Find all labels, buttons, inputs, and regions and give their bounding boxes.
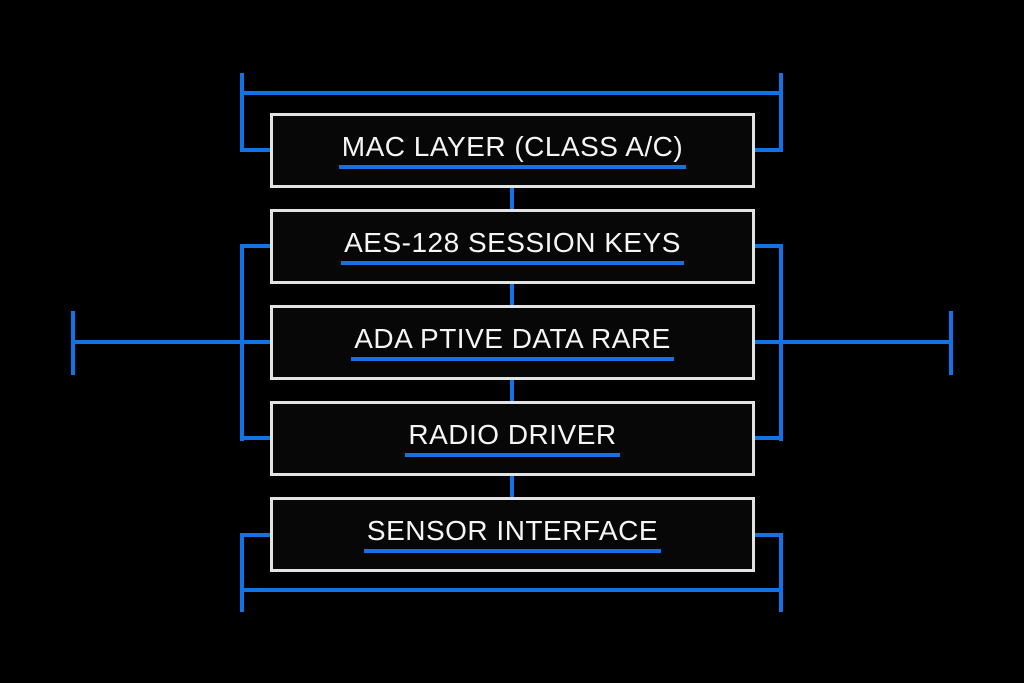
box-adaptive-data-rate: ADA PTIVE DATA RARE <box>270 305 755 380</box>
box-label: ADA PTIVE DATA RARE <box>351 323 674 361</box>
top-bracket-left-stub <box>240 148 271 152</box>
bottom-bracket-left-stub <box>240 533 271 537</box>
right-bracket-bottom-stub <box>754 436 783 440</box>
top-bracket-left-vertical-line <box>240 73 244 152</box>
box-label: RADIO DRIVER <box>405 419 620 457</box>
connector-box4-box5 <box>510 476 514 497</box>
box-label: MAC LAYER (CLASS A/C) <box>338 131 687 169</box>
bottom-bracket-left-vertical-line <box>240 533 244 612</box>
left-bus-horizontal-line <box>71 340 271 344</box>
box-aes-128-session-keys: AES-128 SESSION KEYS <box>270 209 755 284</box>
connector-box2-box3 <box>510 284 514 305</box>
top-bracket-right-vertical-line <box>779 73 783 152</box>
right-bracket-top-stub <box>754 244 783 248</box>
bottom-bracket-horizontal-line <box>240 588 783 592</box>
bottom-bracket-right-vertical-line <box>779 533 783 612</box>
box-sensor-interface: SENSOR INTERFACE <box>270 497 755 572</box>
left-bus-terminal-bar <box>71 311 75 375</box>
box-label: AES-128 SESSION KEYS <box>341 227 684 265</box>
left-bracket-top-stub <box>240 244 271 248</box>
bottom-bracket-right-stub <box>754 533 783 537</box>
box-label: SENSOR INTERFACE <box>363 515 662 553</box>
box-mac-layer: MAC LAYER (CLASS A/C) <box>270 113 755 188</box>
top-bracket-horizontal-line <box>240 91 783 95</box>
box-radio-driver: RADIO DRIVER <box>270 401 755 476</box>
right-bus-horizontal-line <box>754 340 953 344</box>
right-bus-terminal-bar <box>949 311 953 375</box>
top-bracket-right-stub <box>754 148 783 152</box>
connector-box3-box4 <box>510 380 514 401</box>
left-bracket-bottom-stub <box>240 436 271 440</box>
connector-box1-box2 <box>510 188 514 209</box>
